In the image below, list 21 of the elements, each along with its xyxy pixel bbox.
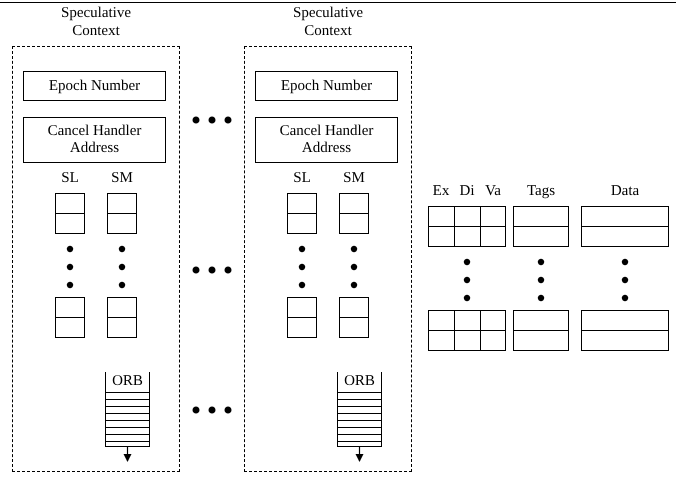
register-field: Cancel Handler Address	[255, 117, 398, 163]
buffer-label: ORB	[111, 373, 144, 390]
column-heading: SL	[292, 169, 312, 187]
context-heading: Speculative Context	[60, 4, 132, 40]
arrow	[356, 447, 364, 462]
column-heading: SM	[110, 169, 134, 187]
arrow	[124, 447, 132, 462]
reorder-buffer	[105, 372, 150, 447]
column-heading: SL	[60, 169, 80, 187]
column-heading: Tags	[526, 182, 556, 200]
column-heading: Di	[458, 182, 476, 200]
buffer-label: ORB	[343, 373, 376, 390]
column-heading: SM	[342, 169, 366, 187]
column-heading: Ex	[432, 182, 450, 200]
column-heading: Data	[610, 182, 640, 200]
column-heading: Va	[484, 182, 502, 200]
register-field: Cancel Handler Address	[23, 117, 166, 163]
context-heading: Speculative Context	[292, 4, 364, 40]
reorder-buffer	[337, 372, 382, 447]
register-field: Epoch Number	[255, 71, 398, 101]
register-field: Epoch Number	[23, 71, 166, 101]
